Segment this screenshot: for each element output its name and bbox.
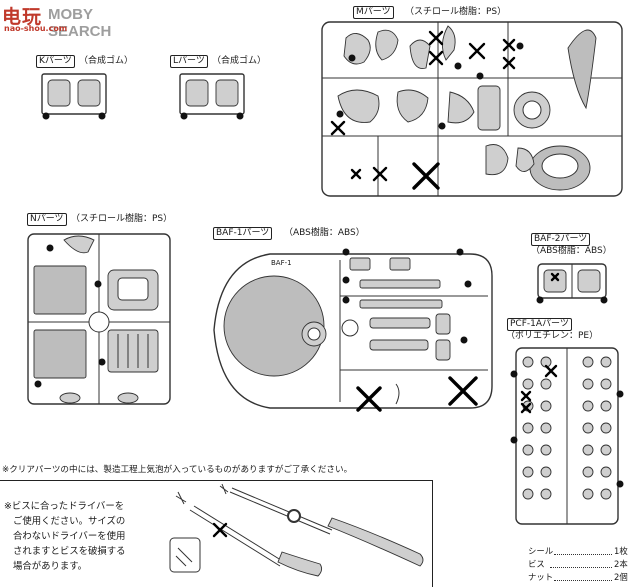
k-parts-material: （合成ゴム） bbox=[79, 56, 134, 66]
inventory-row: シール 1枚 bbox=[528, 546, 634, 557]
inventory-item: シール bbox=[528, 546, 554, 556]
baf2-parts-name: BAF-2パーツ bbox=[531, 233, 591, 246]
screw-note-line1: ※ビスに合ったドライバーを bbox=[4, 501, 125, 512]
m-parts-runner bbox=[321, 21, 623, 197]
inventory-qty: 2本 bbox=[614, 559, 628, 569]
inventory-row: ビス 2本 bbox=[528, 559, 634, 570]
screw-note-line2: ご使用ください。サイズの bbox=[13, 516, 126, 527]
baf1-parts-material: （ABS樹脂：ABS） bbox=[284, 228, 365, 238]
baf1-parts-name: BAF-1パーツ bbox=[213, 227, 273, 240]
inventory-item: ナット bbox=[528, 572, 554, 582]
brand-text: MOBY SEARCH bbox=[48, 6, 112, 40]
k-parts-name: Kパーツ bbox=[36, 55, 75, 68]
m-parts-material: （スチロール樹脂：PS） bbox=[405, 7, 507, 17]
screw-note-line3: 合わないドライバーを使用 bbox=[13, 531, 126, 542]
baf2-parts-runner bbox=[536, 263, 608, 304]
n-parts-material: （スチロール樹脂：PS） bbox=[71, 214, 173, 224]
screw-note-line5: 場合があります。 bbox=[13, 561, 88, 572]
k-parts-runner bbox=[41, 73, 107, 120]
baf2-parts-material: （ABS樹脂：ABS） bbox=[531, 246, 612, 256]
inventory-row: ナット 2個 bbox=[528, 572, 634, 583]
pcf1a-parts-runner bbox=[510, 347, 624, 525]
n-parts-name: Nパーツ bbox=[27, 213, 67, 226]
screwdriver-illustration bbox=[169, 483, 424, 577]
screw-note-line4: されますとビスを破損する bbox=[13, 546, 126, 557]
l-parts-material: （合成ゴム） bbox=[212, 56, 267, 66]
screw-note-box bbox=[0, 480, 433, 587]
clear-parts-note: ※クリアパーツの中には、製造工程上気泡が入っているものがありますがご了承ください… bbox=[2, 465, 353, 475]
watermark-url: nao-shou.com bbox=[4, 24, 68, 33]
leader-dots bbox=[550, 567, 612, 568]
l-parts-name: Lパーツ bbox=[170, 55, 208, 68]
l-parts-runner bbox=[179, 73, 245, 120]
m-parts-name: Mパーツ bbox=[353, 6, 394, 19]
leader-dots bbox=[554, 580, 612, 581]
inventory-item: ビス bbox=[528, 559, 545, 569]
baf1-parts-runner bbox=[213, 248, 493, 412]
pcf1a-parts-name: PCF-1Aパーツ bbox=[507, 318, 572, 331]
watermark-logo: 电玩 MOBY SEARCH nao-shou.com bbox=[2, 2, 152, 40]
logo-glyph: 电玩 bbox=[2, 6, 43, 28]
inventory-qty: 2個 bbox=[614, 572, 628, 582]
baf1-runner-tag: BAF-1 bbox=[271, 259, 292, 267]
inventory-qty: 1枚 bbox=[614, 546, 628, 556]
pcf1a-parts-material: （ポリエチレン：PE） bbox=[506, 331, 599, 341]
n-parts-runner bbox=[27, 233, 171, 405]
leader-dots bbox=[554, 554, 612, 555]
